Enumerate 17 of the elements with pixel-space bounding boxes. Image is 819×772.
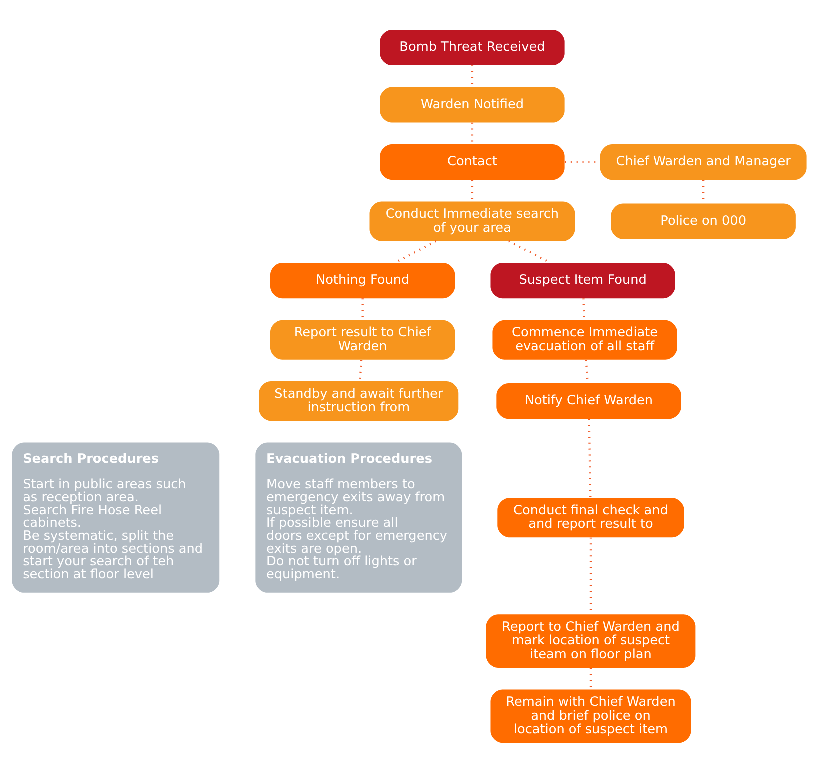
node-box: Standby and await further instruction from — [259, 381, 459, 421]
node-box: Nothing Found — [270, 262, 456, 298]
node-box: Police on 000 — [611, 203, 796, 239]
node-box: Conduct final check and and report result to — [498, 498, 684, 538]
node-box: Remain with Chief Warden and brief police on location of suspect item — [490, 689, 692, 743]
node-box: Contact — [380, 144, 565, 180]
node-box: Search Procedures Start in public areas such as reception area. Search Fire Hose Reel cabinets. Be systematic, split the room/area into sections and start your search of teh section at floor level — [12, 442, 220, 592]
node-box: Notify Chief Warden — [496, 383, 682, 419]
node-box: Commence Immediate evacuation of all staff — [492, 320, 678, 360]
node-box: Report to Chief Warden and mark location of suspect iteam on floor plan — [486, 614, 696, 668]
node-box: Warden Notified — [380, 86, 565, 122]
node-box: Bomb Threat Received — [380, 29, 565, 65]
node-box: Suspect Item Found — [490, 262, 676, 298]
node-box: Conduct Immediate search of your area — [370, 201, 576, 241]
node-box: Report result to Chief Warden — [270, 320, 456, 360]
node-box: Evacuation Procedures Move staff members to emergency exits away from suspect item. If possible ensure all doors except for emergency exits are open. Do not turn off lights or equipment. — [256, 442, 462, 592]
node-box: Chief Warden and Manager — [600, 144, 807, 180]
